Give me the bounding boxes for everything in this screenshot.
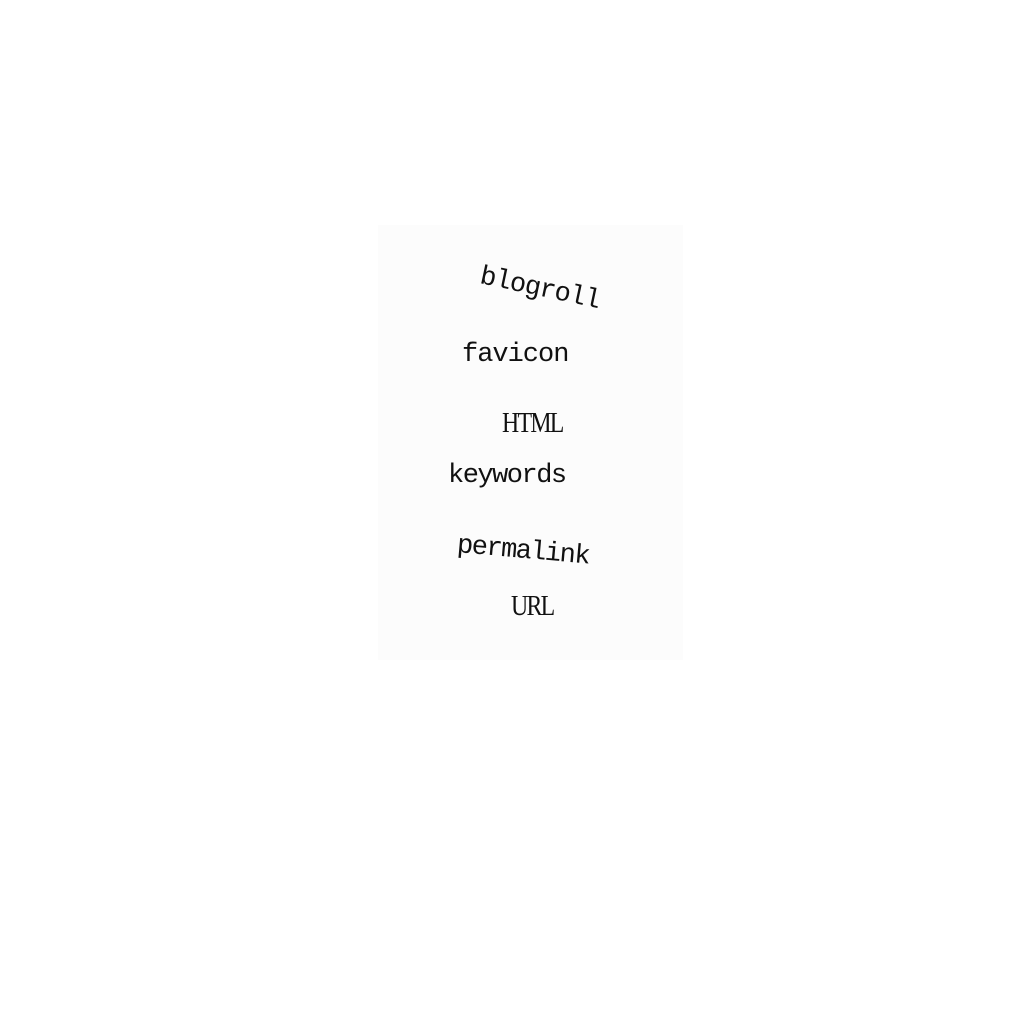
word-html: HTML — [502, 408, 564, 439]
word-favicon: favicon — [462, 340, 569, 370]
word-keywords: keywords — [448, 461, 567, 491]
paper-background — [378, 225, 683, 660]
word-url: URL — [511, 591, 555, 622]
